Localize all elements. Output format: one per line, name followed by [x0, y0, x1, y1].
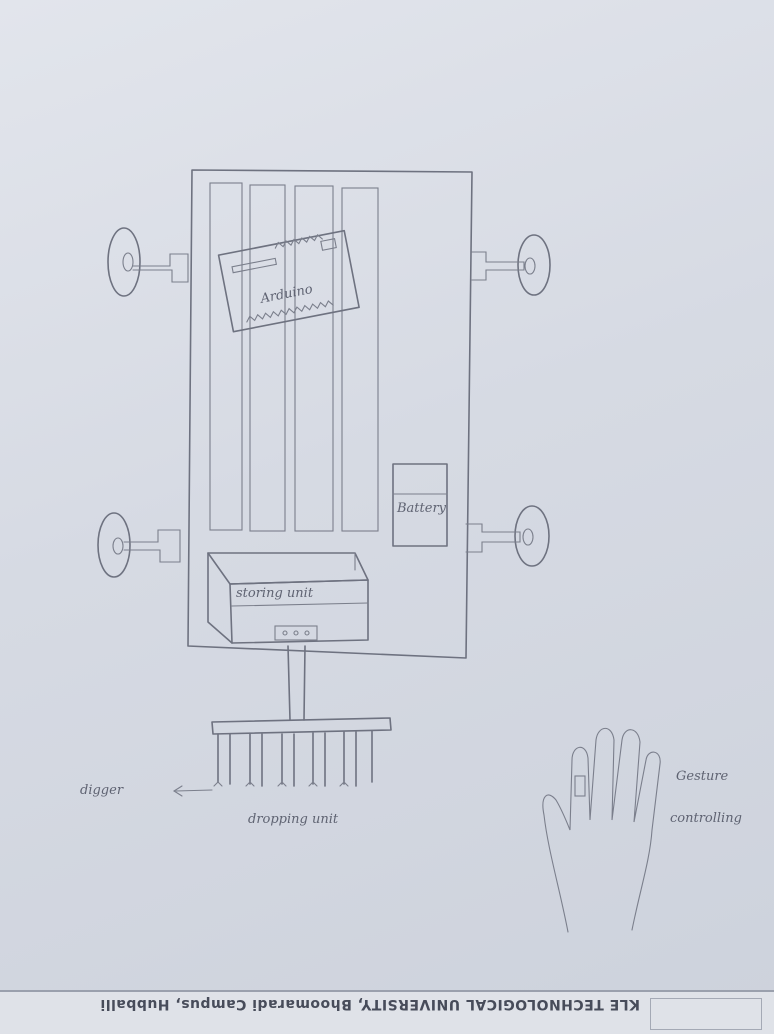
wheel-rear-right — [466, 506, 549, 566]
gesture-label-line1: Gesture — [676, 769, 729, 784]
wheel-rear-left — [98, 513, 180, 577]
footer-box — [650, 998, 762, 1030]
rake-arm — [288, 646, 305, 720]
dropping-unit-label: dropping unit — [248, 812, 339, 827]
wheel-front-left — [108, 228, 188, 296]
storing-unit: storing unit — [208, 553, 368, 643]
battery-label: Battery — [396, 501, 447, 516]
storing-unit-label: storing unit — [236, 586, 314, 601]
university-footer-text: KLE TECHNOLOGICAL UNIVERSITY, Bhoomaradi… — [20, 996, 640, 1012]
hand-icon — [543, 728, 660, 932]
battery: Battery — [393, 464, 447, 546]
wheel-front-right — [472, 235, 550, 295]
arduino-label: Arduino — [258, 282, 314, 307]
rake-head — [212, 718, 391, 786]
paper-footer: KLE TECHNOLOGICAL UNIVERSITY, Bhoomaradi… — [0, 990, 774, 1034]
panel-strips — [210, 183, 378, 531]
arduino-board: Arduino — [218, 230, 359, 332]
gesture-label-line2: controlling — [670, 811, 742, 826]
digger-label: digger — [80, 783, 124, 798]
digger-arrow: digger — [80, 783, 212, 798]
